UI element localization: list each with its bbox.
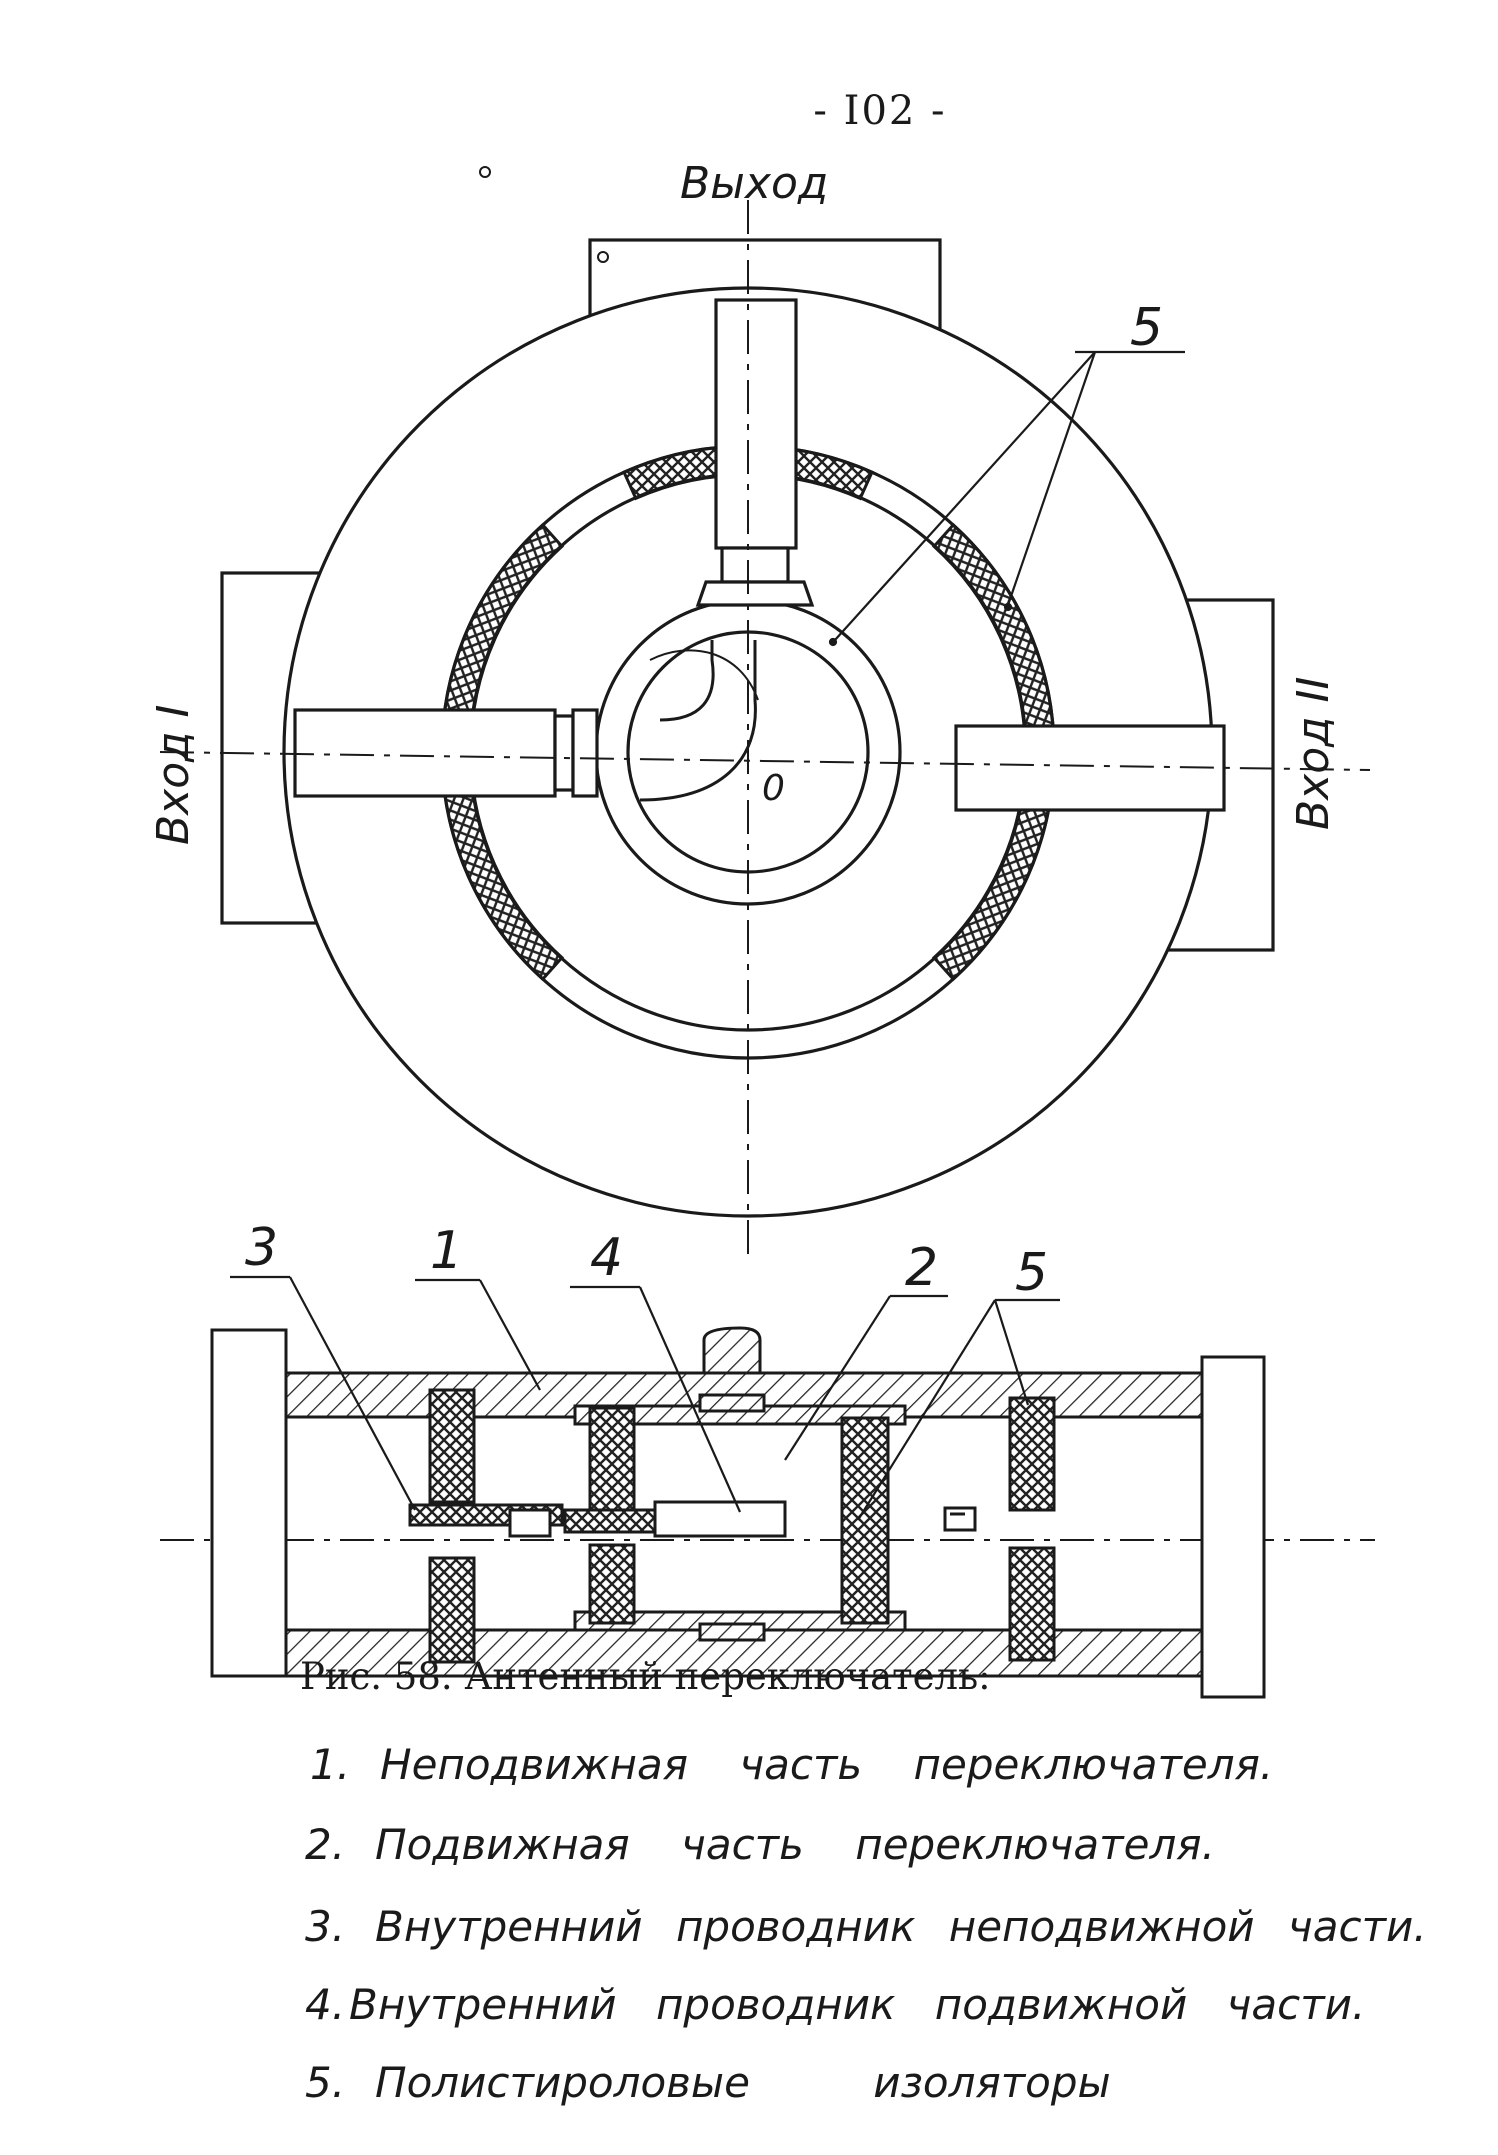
legend-item-4: 4.Внутренний проводник подвижной части. [305, 1980, 1365, 2029]
top-callout-5-leaders [828, 350, 1185, 647]
section-callout-2: 2 [905, 1238, 938, 1298]
label-center: 0 [762, 768, 785, 809]
legend-number: 3. [305, 1902, 346, 1951]
section-callout-leaders [230, 1275, 1060, 1521]
legend-item-1: 1. Неподвижная часть переключателя. [310, 1740, 1273, 1789]
legend-item-2: 2. Подвижная часть переключателя. [305, 1820, 1215, 1869]
legend-text: Полистироловые изоляторы [375, 2058, 1111, 2107]
inner-conductor-movable [653, 1500, 787, 1538]
label-input-2: Вход II [1288, 676, 1339, 830]
legend-number: 5. [305, 2058, 346, 2107]
coupling-loop [639, 640, 757, 802]
right-end-flange [1200, 1355, 1266, 1699]
polystyrene-insulators-section [428, 1388, 1056, 1664]
section-callout-3: 3 [245, 1218, 278, 1278]
label-input-1: Вход I [148, 704, 199, 845]
top-callout-5: 5 [1130, 298, 1163, 358]
legend-item-3: 3. Внутренний проводник неподвижной части… [305, 1902, 1427, 1951]
output-arm-neck [720, 546, 790, 584]
page-number: - I02 - [813, 88, 947, 134]
section-callout-1: 1 [430, 1221, 463, 1281]
legend-number: 1. [310, 1740, 351, 1789]
shaft-boss-top [702, 1326, 762, 1375]
legend-number: 2. [305, 1820, 346, 1869]
legend-text: Подвижная часть переключателя. [375, 1820, 1215, 1869]
legend-text: Неподвижная часть переключателя. [380, 1740, 1274, 1789]
center-lines [159, 200, 1375, 1541]
left-end-flange [210, 1328, 288, 1678]
label-output: Выход [680, 158, 828, 209]
legend-text: Внутренний проводник неподвижной части. [375, 1902, 1427, 1951]
section-callout-4: 4 [590, 1228, 623, 1288]
input-1-arm [293, 708, 557, 798]
section-view [210, 1326, 1266, 1699]
legend-number: 4. [305, 1980, 346, 2029]
figure-caption: Рис. 58. Антенный переключатель: [300, 1655, 991, 1698]
legend-item-5: 5. Полистироловые изоляторы [305, 2058, 1111, 2107]
input-1-neck [553, 714, 575, 792]
section-callout-5: 5 [1015, 1243, 1048, 1303]
legend-text: Внутренний проводник подвижной части. [349, 1980, 1366, 2029]
input-2-arm [954, 724, 1226, 812]
output-arm [714, 298, 798, 550]
